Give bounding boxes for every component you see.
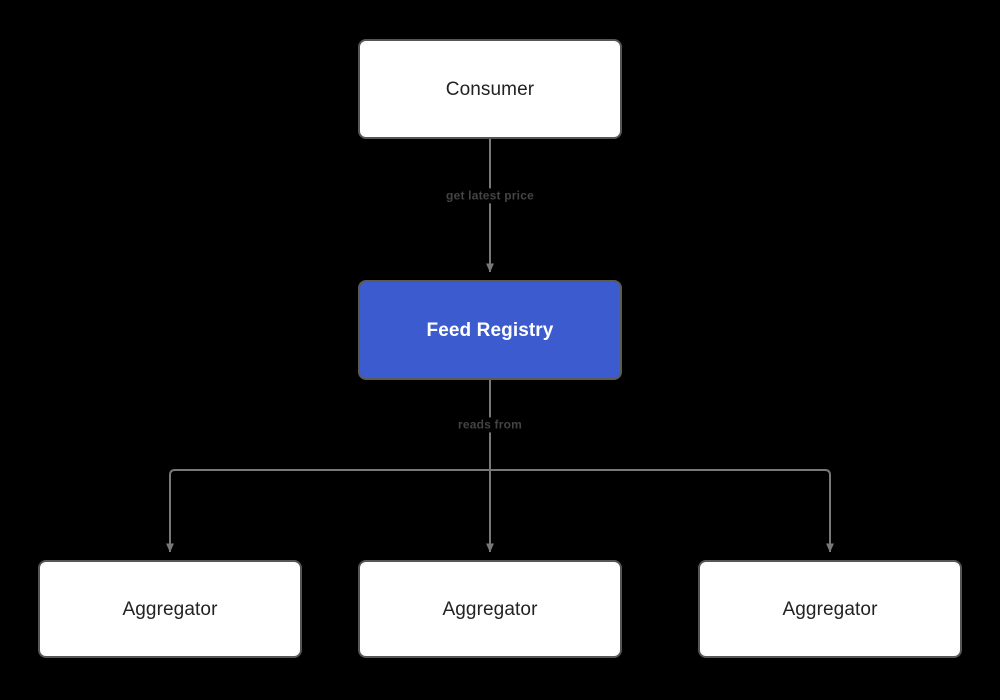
node-aggregator-1[interactable]: Aggregator <box>38 560 302 658</box>
edge-label-reads-from: reads from <box>452 417 528 433</box>
node-aggregator-1-label: Aggregator <box>122 598 218 620</box>
node-feed-registry-label: Feed Registry <box>426 319 554 341</box>
edge-label-get-latest-price: get latest price <box>441 188 539 204</box>
node-aggregator-3-label: Aggregator <box>782 598 878 620</box>
node-aggregator-2[interactable]: Aggregator <box>358 560 622 658</box>
node-consumer-label: Consumer <box>445 78 535 100</box>
edge-feed-registry-to-aggregator-1 <box>166 469 490 553</box>
edge-feed-registry-to-aggregator-3 <box>490 469 834 553</box>
node-consumer[interactable]: Consumer <box>358 39 622 139</box>
node-aggregator-3[interactable]: Aggregator <box>698 560 962 658</box>
node-aggregator-2-label: Aggregator <box>442 598 538 620</box>
node-feed-registry[interactable]: Feed Registry <box>358 280 622 380</box>
